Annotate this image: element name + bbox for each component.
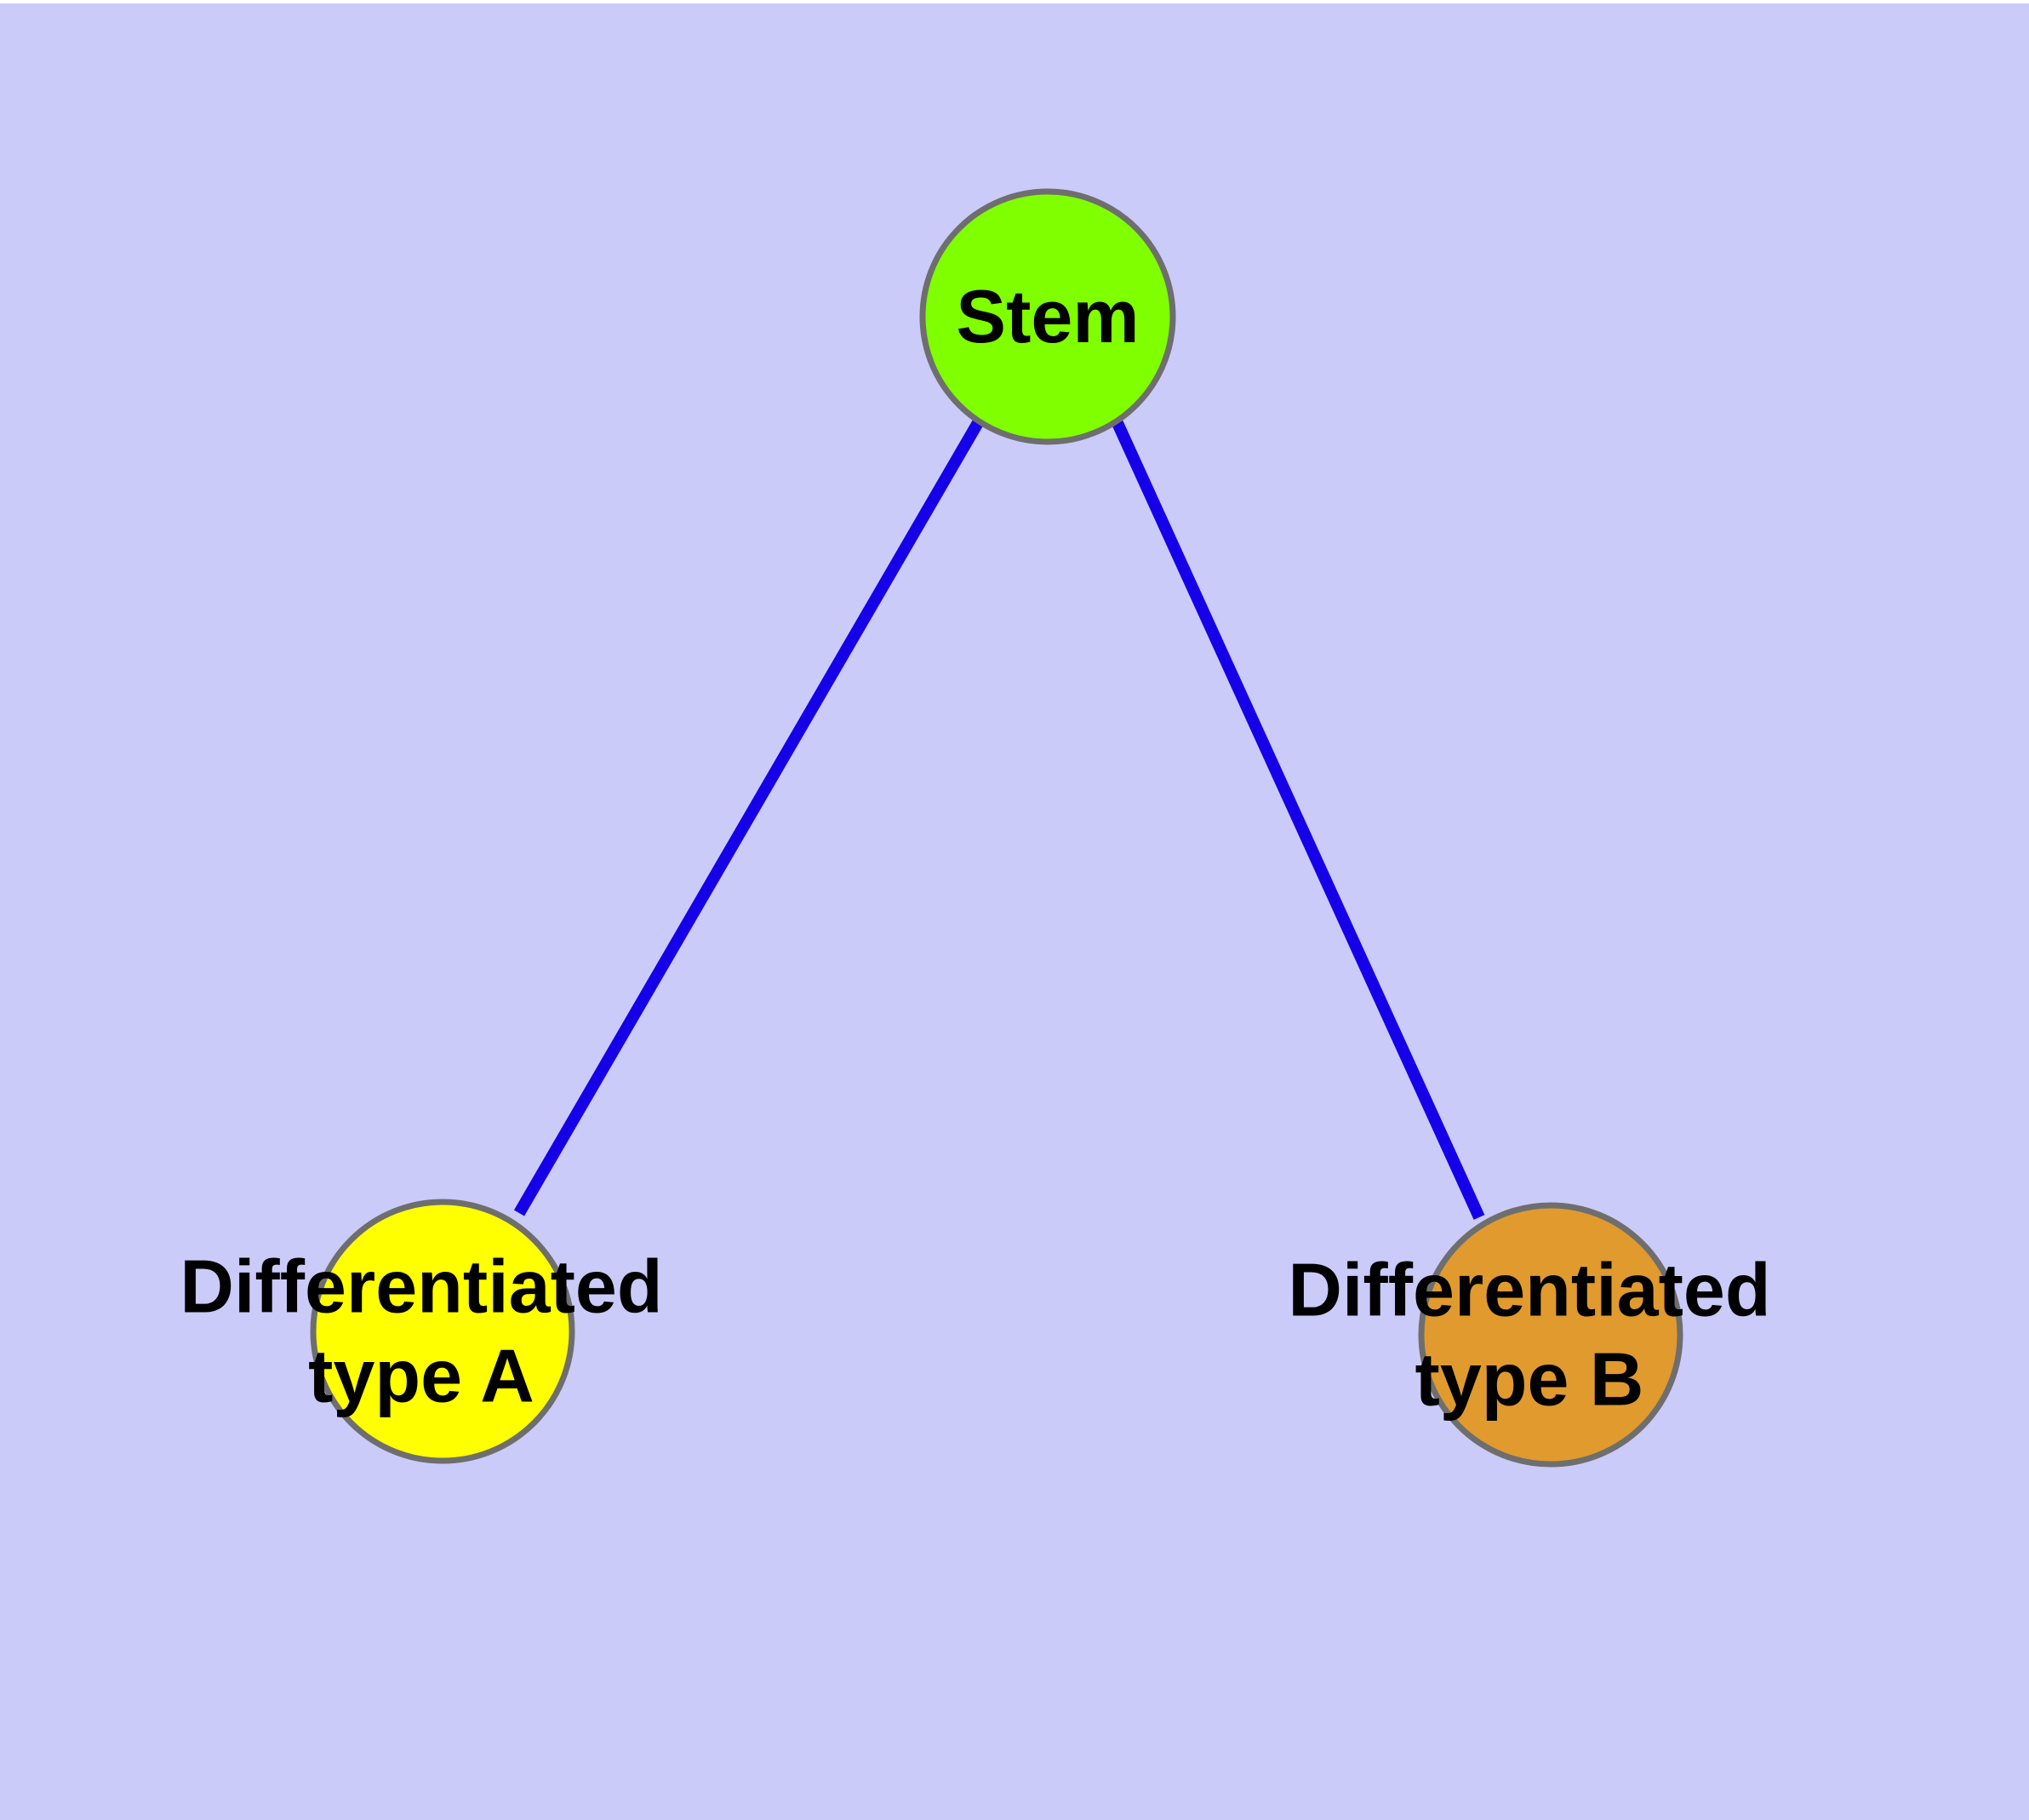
graph-node-diff_b[interactable] [1418,1202,1683,1468]
graph-node-label-line: type A [308,1333,534,1417]
edges-layer [513,418,1485,1220]
graph-node-label-stem: Stem [956,274,1139,358]
graph-edge-stem-to-diff_b[interactable] [1112,421,1485,1220]
graph-node-label-line: Stem [956,274,1139,358]
graph-node-label-line: Differentiated [180,1244,662,1328]
graph-node-stem[interactable] [919,188,1176,445]
graph-edge-stem-to-diff_a[interactable] [513,418,985,1216]
graph-node-label-line: type B [1415,1336,1644,1421]
nodes-layer [310,188,1683,1468]
graph-node-diff_a[interactable] [310,1199,575,1464]
graph-node-label-line: Differentiated [1288,1247,1770,1331]
